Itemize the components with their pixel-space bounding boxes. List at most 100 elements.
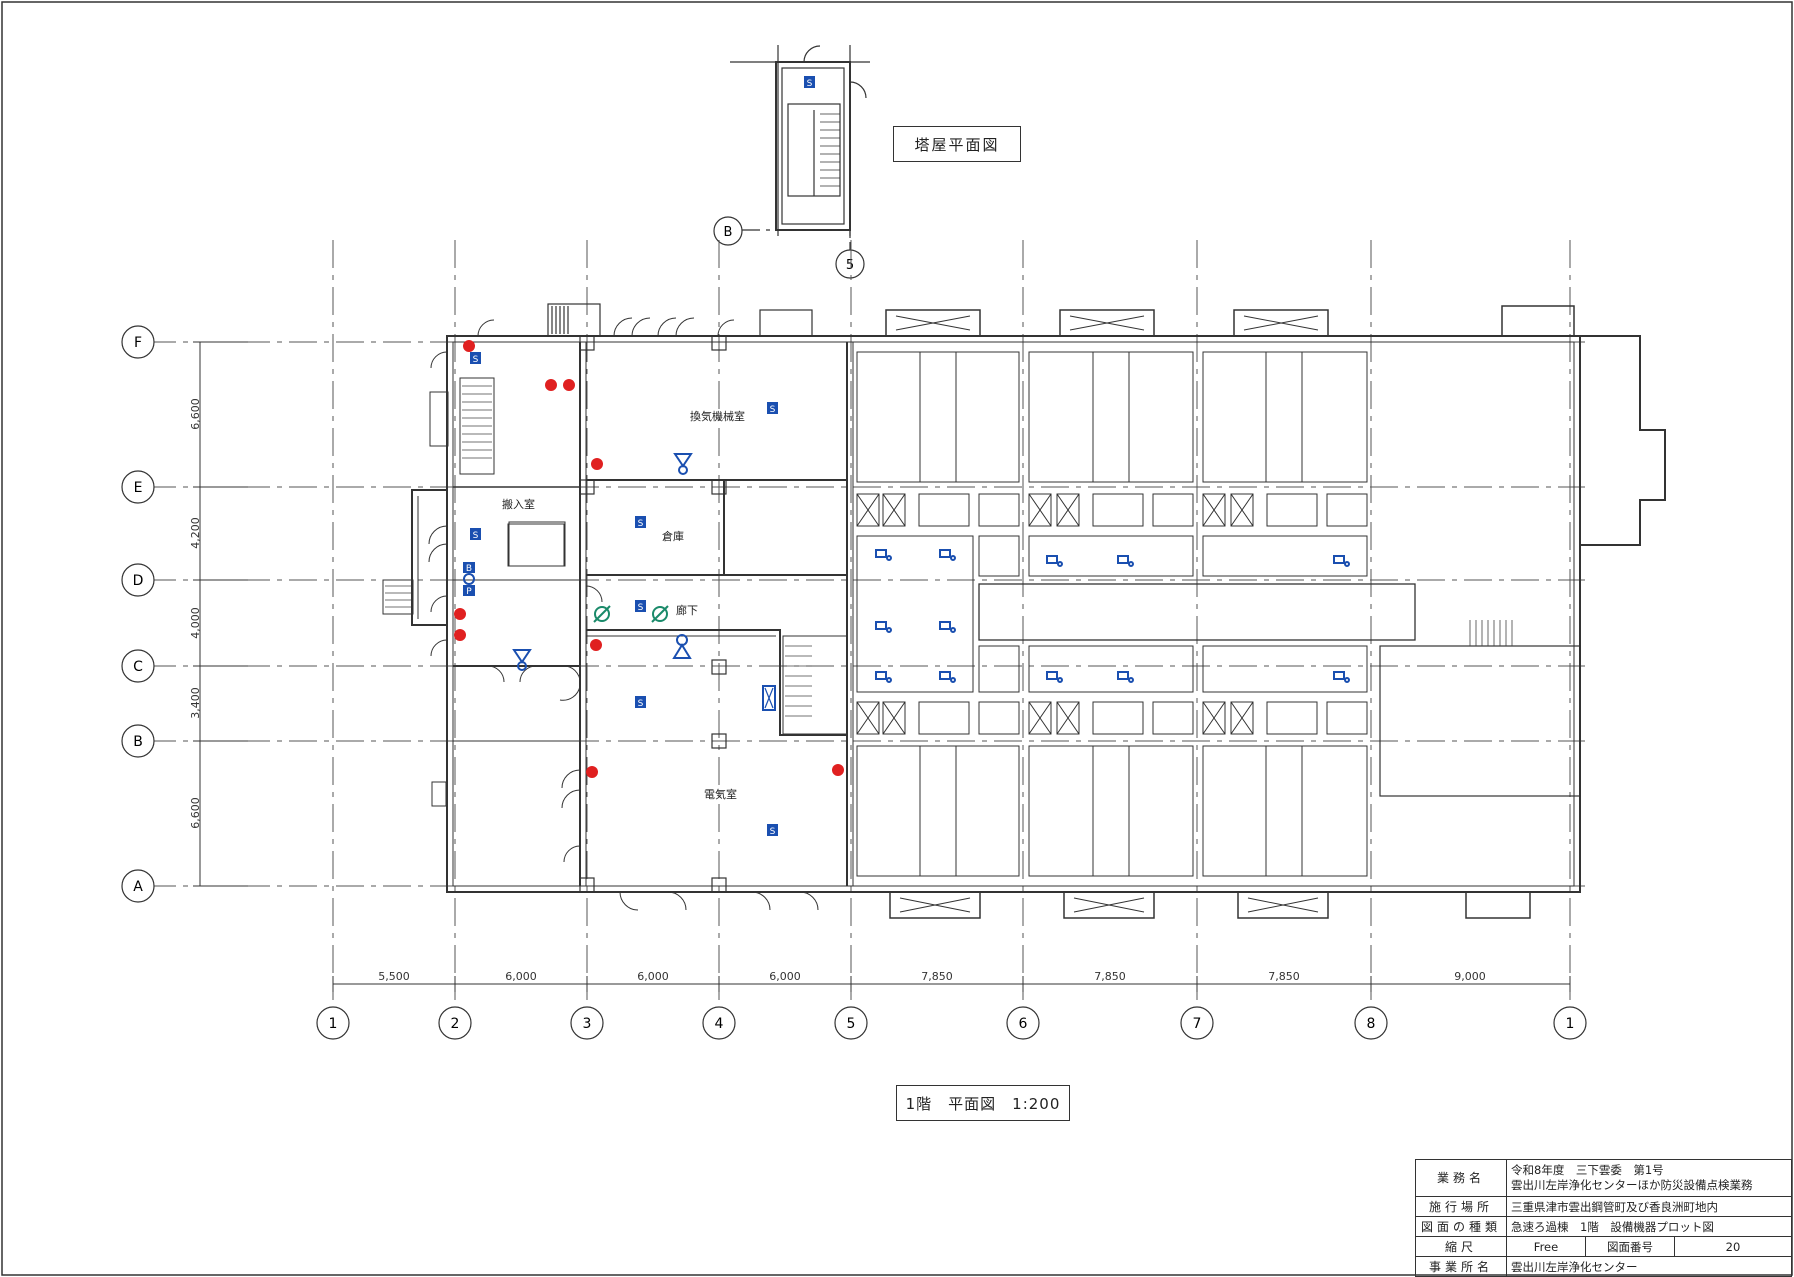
fire-detector-icon <box>591 458 603 470</box>
svg-text:4: 4 <box>715 1016 724 1032</box>
valve-symbols <box>593 605 669 623</box>
room-kanki-kikaishitsu: 換気機械室 <box>690 409 745 423</box>
p-device-icon: P <box>463 585 475 597</box>
svg-text:D: D <box>133 573 144 589</box>
fire-detector-icon <box>454 629 466 641</box>
row-dimensions: 6,600 4,200 4,000 3,400 6,600 <box>189 398 202 829</box>
sprinkler-icon: S <box>470 352 481 365</box>
column-axis-3: 3 <box>570 1006 604 1040</box>
head-icon <box>1046 555 1063 567</box>
svg-text:6,000: 6,000 <box>769 970 801 983</box>
row-axis-b: B <box>121 724 155 758</box>
column-dimension-line <box>332 976 1571 992</box>
scale-label: 縮尺 <box>1415 1236 1507 1257</box>
svg-text:6: 6 <box>1019 1016 1028 1032</box>
svg-text:7,850: 7,850 <box>1094 970 1126 983</box>
column-axis-1: 1 <box>316 1006 350 1040</box>
head-icon <box>939 549 956 561</box>
svg-text:S: S <box>473 531 479 541</box>
head-icon <box>939 671 956 683</box>
roof-sprinkler: S <box>804 76 815 89</box>
svg-text:6,600: 6,600 <box>189 398 202 430</box>
svg-text:S: S <box>807 79 813 89</box>
drawing-type-value: 急速ろ過棟 1階 設備機器プロット図 <box>1506 1216 1792 1237</box>
columns <box>579 335 727 893</box>
valve-icon <box>594 606 610 622</box>
fire-detector-icon <box>590 639 602 651</box>
fire-detectors <box>454 340 844 778</box>
office-row: 事業所名 雲出川左岸浄化センター <box>1415 1256 1792 1277</box>
head-icon <box>939 621 956 633</box>
head-icon <box>1333 671 1350 683</box>
alarm-symbols <box>512 453 693 671</box>
svg-text:5: 5 <box>847 1016 856 1032</box>
column-axis-6: 6 <box>1006 1006 1040 1040</box>
svg-text:3,400: 3,400 <box>189 687 202 719</box>
sprinkler-icon: S <box>767 402 778 415</box>
column-axis-2: 2 <box>438 1006 472 1040</box>
site-value: 三重県津市雲出鋼管町及び香良洲町地内 <box>1506 1196 1792 1217</box>
sprinkler-icon: S <box>470 528 481 541</box>
svg-text:6,000: 6,000 <box>637 970 669 983</box>
head-icon <box>875 671 892 683</box>
column-axis-markers: 1 2 3 4 5 6 7 8 1 <box>316 1006 1587 1040</box>
valve-icon <box>652 606 668 622</box>
manual-alarm-icon <box>672 643 692 659</box>
svg-text:B: B <box>466 564 472 574</box>
svg-text:9,000: 9,000 <box>1454 970 1486 983</box>
bell-icon <box>463 573 475 585</box>
column-axis-1-east: 1 <box>1553 1006 1587 1040</box>
row-axis-d: D <box>121 563 155 597</box>
project-name-row: 業務名 令和8年度 三下雲委 第1号雲出川左岸浄化センターほか防災設備点検業務 <box>1415 1159 1792 1197</box>
row-axis-a: A <box>121 869 155 903</box>
drawing-no-label: 図面番号 <box>1585 1236 1675 1257</box>
svg-text:S: S <box>770 827 776 837</box>
site-row: 施行場所 三重県津市雲出鋼管町及び香良洲町地内 <box>1415 1196 1792 1217</box>
drawing-type-row: 図面の種類 急速ろ過棟 1階 設備機器プロット図 <box>1415 1216 1792 1237</box>
project-name-label: 業務名 <box>1415 1159 1507 1197</box>
office-value: 雲出川左岸浄化センター <box>1506 1256 1792 1277</box>
fire-detector-icon <box>586 766 598 778</box>
loading-hatch <box>508 521 566 567</box>
building-walls <box>382 335 1666 893</box>
room-rouka: 廊下 <box>676 603 698 617</box>
row-axis-markers: F E D C B A <box>121 325 155 903</box>
column-axis-4: 4 <box>702 1006 736 1040</box>
column-axis-8: 8 <box>1354 1006 1388 1040</box>
svg-text:S: S <box>473 355 479 365</box>
svg-text:1: 1 <box>329 1016 338 1032</box>
row-axis-f: F <box>121 325 155 359</box>
sprinkler-icon: S <box>635 696 646 709</box>
title-block: 業務名 令和8年度 三下雲委 第1号雲出川左岸浄化センターほか防災設備点検業務 … <box>1415 1159 1792 1277</box>
floor-plan-title: 1階 平面図 1:200 <box>896 1085 1070 1121</box>
stair-treads <box>385 385 1513 717</box>
filter-bays <box>856 305 1575 919</box>
svg-text:5,500: 5,500 <box>378 970 410 983</box>
head-icon <box>875 621 892 633</box>
svg-text:7: 7 <box>1193 1016 1202 1032</box>
scale-row: 縮尺 Free 図面番号 20 <box>1415 1236 1792 1257</box>
roof-plan-title: 塔屋平面図 <box>893 126 1021 162</box>
room-labels: 搬入室 換気機械室 倉庫 廊下 電気室 <box>502 409 745 801</box>
fire-hydrant-box-cross <box>764 687 774 709</box>
project-name-value: 令和8年度 三下雲委 第1号雲出川左岸浄化センターほか防災設備点検業務 <box>1506 1159 1792 1197</box>
svg-text:E: E <box>134 480 143 496</box>
row-axis-e: E <box>121 470 155 504</box>
site-label: 施行場所 <box>1415 1196 1507 1217</box>
gallery-heads <box>875 549 1350 683</box>
svg-text:5: 5 <box>846 258 854 273</box>
svg-text:C: C <box>133 659 143 675</box>
fire-detector-icon <box>545 379 557 391</box>
entrance-canopy <box>547 303 813 337</box>
svg-text:F: F <box>134 335 142 351</box>
row-axis-c: C <box>121 649 155 683</box>
valve-icon <box>593 605 611 623</box>
roof-plan <box>730 45 870 255</box>
head-icon <box>1046 671 1063 683</box>
room-souko: 倉庫 <box>662 529 684 543</box>
svg-text:S: S <box>638 519 644 529</box>
svg-text:7,850: 7,850 <box>1268 970 1300 983</box>
sprinkler-icon: S <box>635 516 646 529</box>
fire-detector-icon <box>832 764 844 776</box>
